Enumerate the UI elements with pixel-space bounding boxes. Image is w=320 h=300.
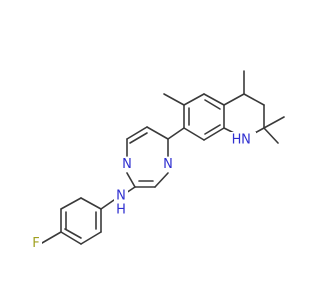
- bond: [146, 126, 169, 140]
- bond: [41, 231, 62, 244]
- bond: [203, 93, 225, 106]
- bond: [223, 93, 245, 106]
- bond: [129, 132, 148, 144]
- bond: [167, 127, 185, 140]
- ring-nitrogen-left-label: N: [122, 157, 132, 172]
- bond: [263, 127, 279, 144]
- bond: [243, 93, 265, 106]
- bond: [60, 197, 82, 210]
- bond: [126, 172, 136, 188]
- bond: [263, 116, 285, 129]
- atom-label-layer: N N N H H N F: [30, 132, 256, 251]
- quinoline-nitrogen-label: N: [241, 133, 251, 148]
- bond: [204, 99, 221, 110]
- bond: [203, 127, 225, 141]
- quinoline-nh-group: H N: [230, 132, 256, 148]
- bond: [80, 197, 102, 210]
- bond: [126, 126, 148, 140]
- fluorine-atom: F: [30, 236, 42, 251]
- amine-nh-group: N H: [114, 188, 128, 218]
- amine-nitrogen-label: N: [116, 189, 126, 204]
- molecule-structure: N N N H H N F: [30, 70, 285, 251]
- bond: [60, 231, 82, 245]
- ring-nitrogen-left: N: [120, 157, 134, 172]
- ring-nitrogen-right-label: N: [163, 157, 173, 172]
- bond: [183, 93, 205, 106]
- bond: [64, 228, 82, 239]
- bond: [183, 127, 205, 141]
- fluorine-label: F: [32, 236, 39, 251]
- bond: [80, 231, 102, 245]
- bond: [154, 172, 169, 188]
- bond: [204, 124, 221, 135]
- ring-nitrogen-right: N: [161, 157, 175, 172]
- amine-hydrogen-label: H: [116, 203, 126, 218]
- quinoline-hydrogen-label: H: [232, 133, 242, 148]
- bond: [100, 199, 115, 210]
- bond: [163, 93, 185, 106]
